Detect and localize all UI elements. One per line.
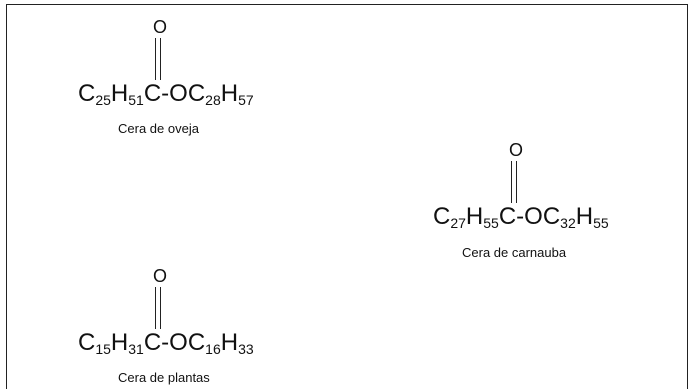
molecular-formula: C25H51C-OC28H57 (78, 80, 254, 108)
molecular-formula: C15H31C-OC16H33 (78, 329, 254, 357)
carbonyl-oxygen: O (153, 17, 168, 37)
double-bond (155, 287, 161, 329)
molecule-caption: Cera de carnauba (462, 245, 567, 260)
carbonyl-oxygen: O (153, 266, 168, 286)
double-bond (155, 38, 161, 80)
molecule-caption: Cera de oveja (118, 121, 199, 136)
molecular-formula: C27H55C-OC32H55 (433, 203, 609, 231)
diagram-frame (6, 4, 688, 389)
double-bond (511, 161, 517, 203)
carbonyl-oxygen: O (509, 140, 524, 160)
molecule-caption: Cera de plantas (118, 370, 210, 385)
